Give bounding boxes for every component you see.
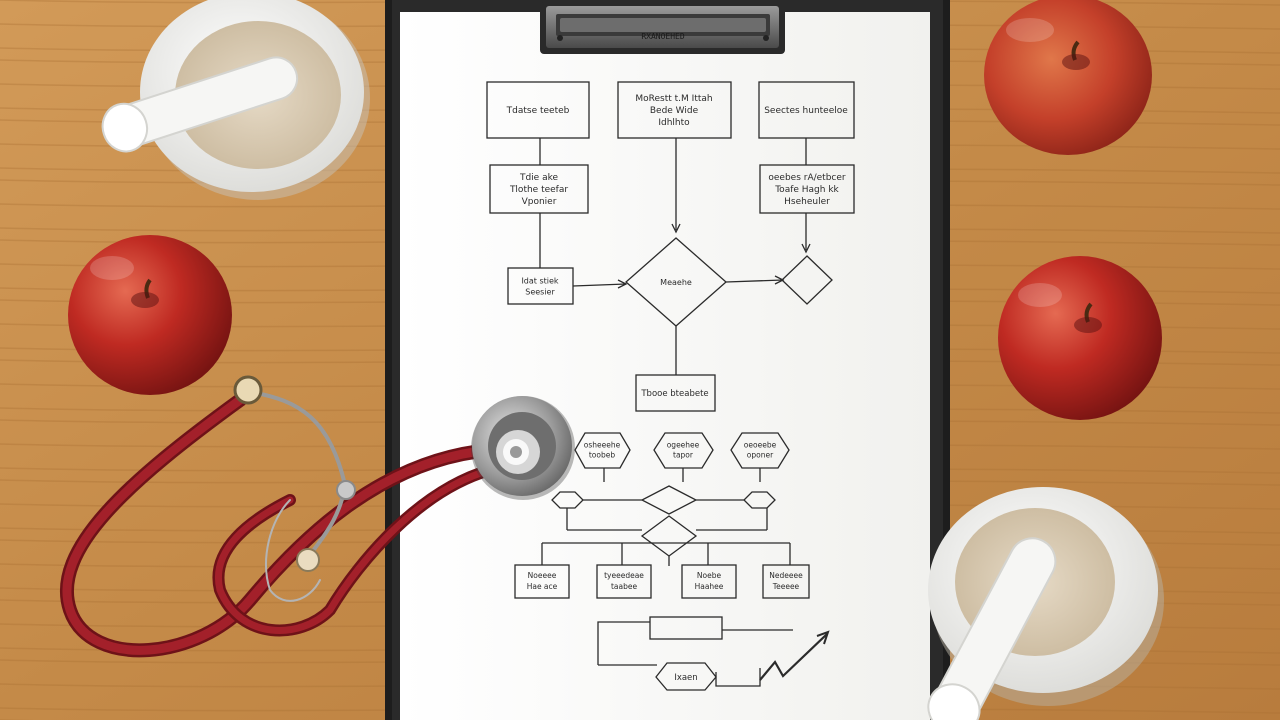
result-box xyxy=(635,374,716,412)
footer-terminal xyxy=(655,662,717,691)
mid-box-1 xyxy=(489,164,589,214)
clipboard xyxy=(385,0,950,720)
footer-label: Ixaen xyxy=(674,673,697,683)
clip-label: RXANOEHED xyxy=(641,32,685,41)
mortar-pestle-top-left xyxy=(101,0,370,200)
trend-arrow xyxy=(759,633,828,681)
mortar-pestle-bottom-right xyxy=(927,487,1164,720)
bottom-box-4 xyxy=(762,564,810,599)
top-box-label-1: Tdatse teeteb xyxy=(506,106,570,116)
center-decision-label: Meaehe xyxy=(660,278,692,287)
paper-sheet xyxy=(400,12,930,720)
stethoscope-chestpiece xyxy=(471,396,575,500)
top-box-label-3: Seectes hunteeloe xyxy=(764,106,848,116)
apple-top-right xyxy=(984,0,1152,155)
clipboard-clip: RXANOEHED xyxy=(540,2,785,54)
bottom-box-2 xyxy=(596,564,652,599)
top-box-1 xyxy=(486,81,590,139)
bubble-2 xyxy=(653,432,714,469)
apple-right xyxy=(998,256,1162,420)
bubble-1 xyxy=(574,432,631,469)
top-box-2 xyxy=(617,81,732,139)
apple-left xyxy=(68,235,232,395)
stethoscope xyxy=(59,375,497,658)
bottom-box-1 xyxy=(514,564,570,599)
result-box-label: Tbooe bteabete xyxy=(640,389,708,399)
mid-box-2 xyxy=(759,164,855,214)
bubble-3 xyxy=(730,432,790,469)
flowchart xyxy=(486,81,855,691)
bottom-box-3 xyxy=(681,564,737,599)
right-decision xyxy=(781,255,833,305)
